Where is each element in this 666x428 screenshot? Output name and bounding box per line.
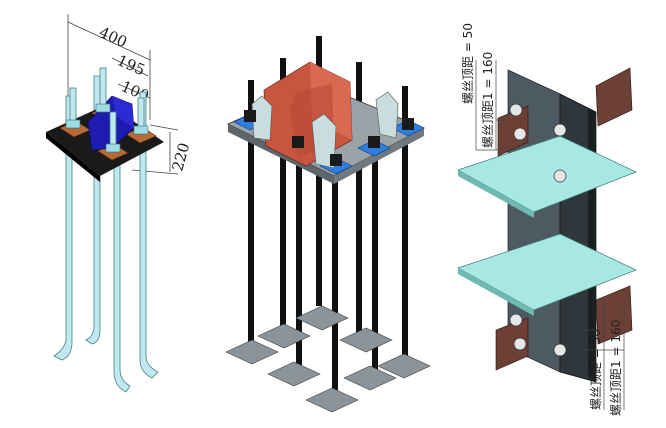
dimension-195: 195 <box>114 51 147 79</box>
stiffener-plate-cyan-edge <box>458 170 534 218</box>
nut <box>368 136 380 148</box>
stiffener-plate-blue-face <box>112 96 134 128</box>
foot-plate <box>305 387 359 413</box>
bolt <box>513 337 527 351</box>
base-plate-grey-edge <box>228 124 334 184</box>
leader-lines <box>475 60 625 410</box>
foot-plate <box>343 365 397 391</box>
nut <box>330 154 342 166</box>
foot-plate <box>225 339 279 365</box>
stiffener-fin <box>375 91 399 139</box>
side-plate-bottom <box>595 285 633 345</box>
anchor-rod <box>248 80 254 350</box>
figure-anchor-base-blue: 400 195 100 220 <box>46 14 193 393</box>
figure-column-splice: 螺丝顶距 = 50 螺丝顶距1 = 160 螺丝顶距 = 50 螺丝顶距1 = … <box>457 23 637 416</box>
anchor-rod <box>139 91 159 379</box>
foot-plate <box>267 361 321 387</box>
anchor-rod <box>372 140 378 372</box>
stiffener-fin <box>251 95 273 141</box>
bolt <box>509 313 523 327</box>
nut <box>292 136 304 148</box>
anchor-rod <box>296 140 302 370</box>
bolt <box>553 343 567 357</box>
anchor-rod <box>280 58 286 328</box>
label-bolt-bottom-distance-1: 螺丝顶距1 = 160 <box>609 320 623 416</box>
foot-plate <box>377 353 431 379</box>
anchor-rod <box>332 158 338 398</box>
dimension-lines <box>67 14 179 175</box>
bolts <box>509 103 567 357</box>
figure-anchor-base-red <box>225 36 431 413</box>
foot-plates <box>225 305 431 413</box>
foot-plate <box>339 327 393 353</box>
label-bolt-top-distance: 螺丝顶距 = 50 <box>461 23 475 104</box>
anchor-rod <box>356 62 362 338</box>
nuts <box>65 103 149 153</box>
bolt <box>553 123 567 137</box>
base-plate-grey-edge <box>334 128 424 184</box>
bolt <box>509 103 523 117</box>
nut <box>133 125 149 135</box>
foot-plate <box>257 323 311 349</box>
nut <box>65 119 81 129</box>
label-bolt-top-distance-1: 螺丝顶距1 = 160 <box>481 52 495 148</box>
base-plate-side <box>46 132 100 182</box>
dimension-400: 400 <box>96 23 129 51</box>
bolt <box>553 169 567 183</box>
bolt <box>513 127 527 141</box>
nut <box>95 103 111 113</box>
nut <box>105 143 121 153</box>
foot-plate <box>295 305 349 331</box>
label-bolt-bottom-distance: 螺丝顶距 = 50 <box>589 329 603 410</box>
anchor-rod <box>53 95 73 361</box>
nuts-black <box>244 110 414 166</box>
anchor-rod <box>113 109 131 393</box>
dimension-220: 220 <box>168 141 193 173</box>
anchor-rod <box>402 86 408 360</box>
stiffener-plate-cyan-edge <box>458 268 534 316</box>
side-plate-top <box>595 67 633 127</box>
nut <box>402 118 414 130</box>
nut <box>244 110 256 122</box>
